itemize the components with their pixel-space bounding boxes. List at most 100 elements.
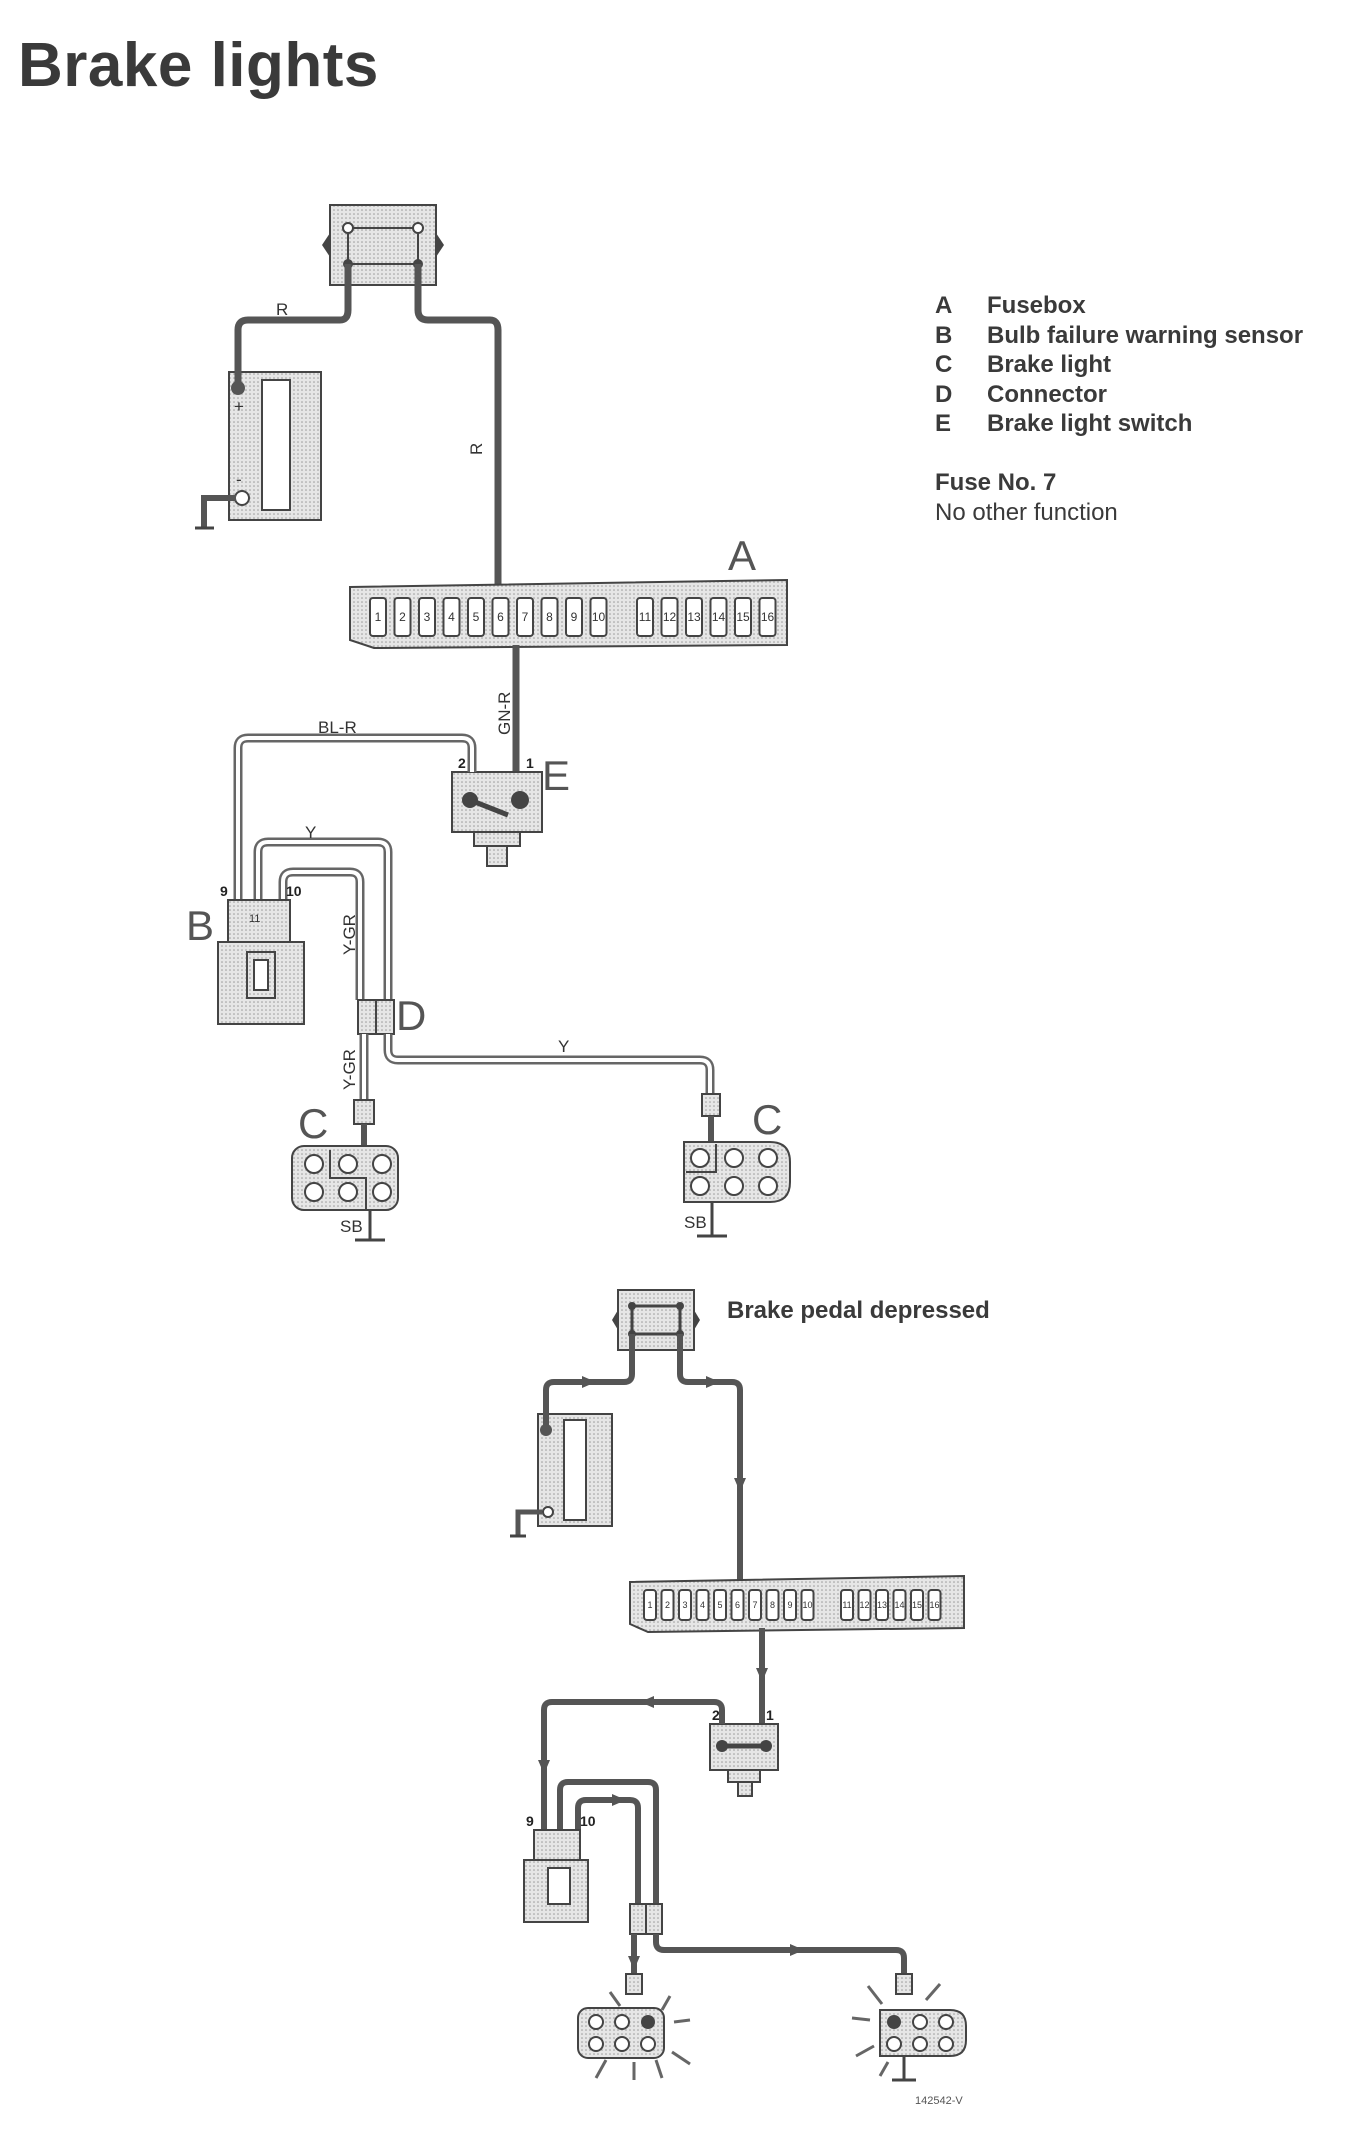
component-label-e: E <box>542 752 570 799</box>
battery-ground-wire <box>201 495 236 528</box>
bulb-failure-sensor-terminal-block <box>612 1289 700 1351</box>
wire-y-sensor <box>557 1779 659 1904</box>
bulb-failure-sensor-terminal-block <box>322 204 444 286</box>
sensor-pin-10: 10 <box>286 883 302 899</box>
wire-bl-r <box>541 1699 725 1830</box>
component-label-c: C <box>752 1096 782 1143</box>
wire-label-y-gr: Y-GR <box>340 914 359 955</box>
bulb-failure-sensor <box>217 899 305 1025</box>
fuse-info: Fuse No. 7 No other function <box>935 468 1118 528</box>
fuse-number: 4 <box>700 1600 705 1610</box>
wire-y-gr-sensor <box>575 1797 641 1904</box>
fuse-slot <box>643 1589 657 1621</box>
sensor-pin-10: 10 <box>580 1813 596 1829</box>
fuse-slot <box>467 597 485 637</box>
fuse-slot <box>875 1589 889 1621</box>
battery: + - <box>228 371 322 521</box>
fuse-slot <box>678 1589 692 1621</box>
legend-key: A <box>935 292 953 319</box>
wire-label-gn-r: GN-R <box>495 692 514 735</box>
current-arrow <box>734 1478 746 1492</box>
wire-label-r: R <box>276 300 288 319</box>
fuse-slot <box>730 1589 745 1621</box>
fuse-number: 5 <box>717 1600 722 1610</box>
fuse-number: 8 <box>546 610 553 624</box>
switch-pin-1: 1 <box>526 755 534 771</box>
fuse-slot <box>589 597 608 637</box>
fuse-number: 13 <box>877 1600 887 1610</box>
sensor-pin-9: 9 <box>220 883 228 899</box>
fuse-number: 10 <box>592 610 606 624</box>
fuse-slot <box>734 597 752 637</box>
wire-label-bl-r: BL-R <box>318 718 357 737</box>
ground-label-sb: SB <box>684 1213 707 1232</box>
fuse-slot <box>660 597 679 637</box>
fuse-slot <box>565 597 583 637</box>
current-arrow <box>628 1956 640 1970</box>
current-arrow <box>640 1696 654 1708</box>
fuse-number: 13 <box>687 610 701 624</box>
fuse-number: 16 <box>929 1600 939 1610</box>
legend-item-e: E Brake light switch <box>935 410 1303 440</box>
wire-battery-red <box>234 264 352 388</box>
wire-y-lamp <box>653 1934 907 1976</box>
component-label-a: A <box>728 532 756 579</box>
brake-light-right <box>683 1093 791 1238</box>
switch-pin-2: 2 <box>458 755 466 771</box>
legend-key: D <box>935 380 953 408</box>
fuse-slot <box>685 597 703 637</box>
fuse-number: 15 <box>736 610 750 624</box>
legend-text: Brake light switch <box>987 410 1193 437</box>
fuse-number: 7 <box>752 1600 757 1610</box>
fuse-note: No other function <box>935 499 1118 526</box>
fuse-number: 9 <box>787 1600 792 1610</box>
fuse-number: 12 <box>859 1600 869 1610</box>
brake-light-switch <box>709 1723 779 1797</box>
wire-fusebox-red <box>677 1334 743 1590</box>
legend-text: Fusebox <box>987 292 1086 319</box>
fuse-number: 11 <box>842 1600 851 1610</box>
fuse-slot <box>800 1589 815 1621</box>
fuse-number: 2 <box>399 610 406 624</box>
fuse-number: 12 <box>663 610 677 624</box>
connector <box>629 1903 663 1935</box>
legend-text: Brake light <box>987 351 1112 378</box>
component-label-c: C <box>298 1100 328 1147</box>
fuse-number: 14 <box>712 610 726 624</box>
fuse-number: 15 <box>912 1600 922 1610</box>
fuse-number: 2 <box>665 1600 670 1610</box>
fuse-number: 3 <box>682 1600 687 1610</box>
component-label-d: D <box>396 992 426 1039</box>
fuse-number: 10 <box>802 1600 812 1610</box>
brake-pedal-caption: Brake pedal depressed <box>727 1297 990 1324</box>
fuse-number: 6 <box>497 610 504 624</box>
fuse-slot <box>660 1589 675 1621</box>
fuse-slot <box>540 597 559 637</box>
current-arrow <box>612 1794 626 1806</box>
fuse-slot <box>491 597 510 637</box>
current-arrow <box>790 1944 804 1956</box>
fuse-number: 9 <box>571 610 578 624</box>
legend-key: E <box>935 410 952 437</box>
current-arrow <box>756 1668 768 1682</box>
wire-fusebox-red <box>414 264 502 600</box>
bulb-failure-sensor <box>523 1829 589 1923</box>
legend-key: B <box>935 321 953 349</box>
fuse-slot <box>369 597 387 637</box>
component-label-b: B <box>186 902 214 949</box>
switch-pin-2: 2 <box>712 1707 720 1723</box>
sensor-pin-9: 9 <box>526 1813 534 1829</box>
fuse-slot <box>695 1589 710 1621</box>
fuse-slot <box>636 597 654 637</box>
fuse-number: 4 <box>448 610 455 624</box>
reference-number: 142542-V <box>915 2095 963 2107</box>
fuse-number: 1 <box>647 1600 652 1610</box>
battery-ground-wire <box>515 1509 542 1536</box>
brake-light-switch <box>451 771 543 867</box>
current-arrow <box>538 1760 550 1774</box>
fuse-number: Fuse No. 7 <box>935 469 1057 496</box>
page-title: Brake lights <box>18 31 379 100</box>
